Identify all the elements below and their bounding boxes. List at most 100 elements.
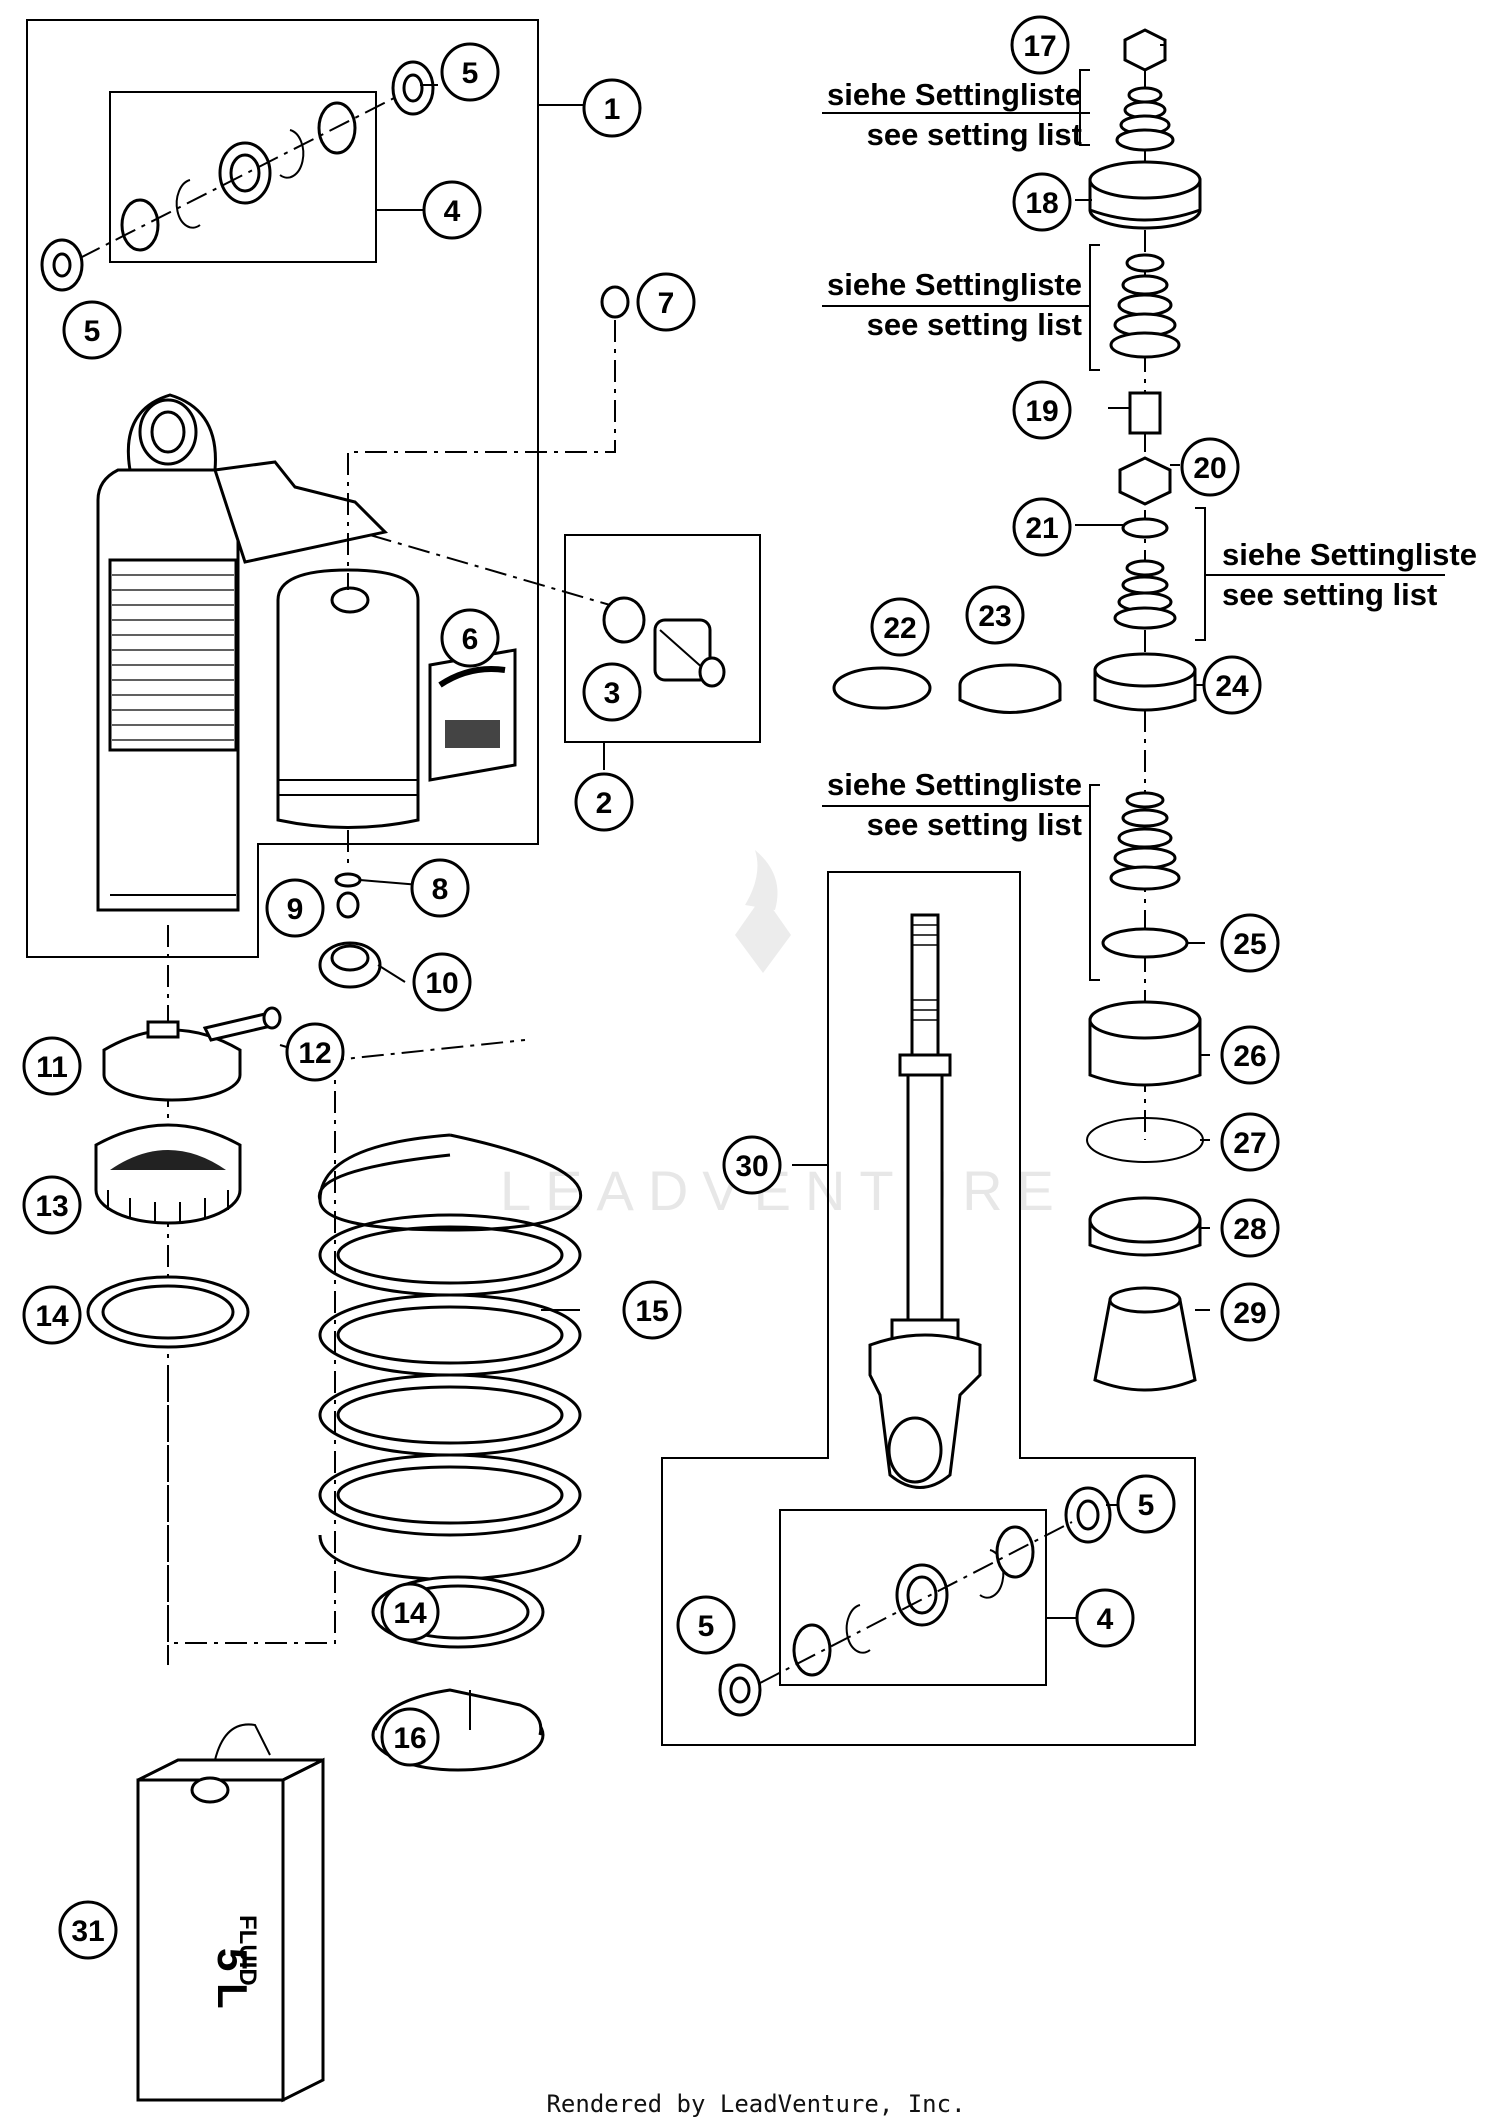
assembly-box-4-top (109, 91, 377, 263)
callout-circle (422, 180, 482, 240)
callout-number: 2 (596, 787, 613, 820)
callout-number: 10 (425, 967, 458, 1000)
callout-16: 16 (380, 1707, 440, 1767)
piston-rod (868, 913, 982, 1489)
bearing-set-bottom (718, 1486, 1112, 1717)
callout-number: 20 (1193, 452, 1226, 485)
callout-number: 25 (1233, 928, 1266, 961)
callout-5: 5 (62, 300, 122, 360)
svg-text:see setting list: see setting list (867, 117, 1082, 152)
callout-circle (574, 772, 634, 832)
callout-number: 8 (432, 873, 449, 906)
callout-number: 7 (658, 287, 675, 320)
svg-text:siehe Settingliste: siehe Settingliste (1222, 537, 1477, 572)
callout-circle (1180, 437, 1240, 497)
callout-14: 14 (380, 1582, 440, 1642)
callout-circle (1220, 1282, 1280, 1342)
assembly-box-1 (26, 19, 539, 958)
callout-circle (22, 1036, 82, 1096)
callout-circle (622, 1280, 682, 1340)
svg-text:siehe Settingliste: siehe Settingliste (827, 77, 1082, 112)
warning-label-sticker (428, 648, 517, 782)
callout-circle (636, 272, 696, 332)
callout-number: 18 (1025, 187, 1058, 220)
spring-preload-adjuster (94, 1123, 242, 1225)
callout-number: 4 (444, 195, 461, 228)
callout-number: 19 (1025, 395, 1058, 428)
callout-circle (1012, 172, 1072, 232)
callout-circle (1220, 1112, 1280, 1172)
callout-number: 27 (1233, 1127, 1266, 1160)
callout-number: 13 (35, 1190, 68, 1223)
callout-number: 30 (735, 1150, 768, 1183)
adjuster-valve-part (369, 534, 726, 688)
callout-number: 23 (978, 600, 1011, 633)
callout-number: 17 (1023, 30, 1056, 63)
callout-28: 28 (1220, 1198, 1280, 1258)
callout-number: 14 (393, 1597, 427, 1630)
callout-number: 1 (604, 93, 621, 126)
svg-text:see setting list: see setting list (867, 307, 1082, 342)
callout-22: 22 (870, 597, 930, 657)
assembly-box-4-bottom (779, 1509, 1047, 1686)
callout-circle (412, 952, 472, 1012)
callout-number: 3 (604, 677, 621, 710)
callout-circle (440, 608, 500, 668)
callout-6: 6 (440, 608, 500, 668)
callout-circle (1075, 1588, 1135, 1648)
callout-circle (22, 1285, 82, 1345)
callout-number: 4 (1097, 1603, 1114, 1636)
fluid-can-volume: 5 L (209, 1948, 256, 2009)
callout-7: 7 (636, 272, 696, 332)
callout-circle (380, 1707, 440, 1767)
setting-brackets (822, 69, 1445, 981)
callout-circle (722, 1135, 782, 1195)
callout-circle (582, 662, 642, 722)
setting-note-4: siehe Settingliste see setting list (827, 767, 1082, 842)
callout-1: 1 (582, 78, 642, 138)
callout-number: 16 (393, 1722, 426, 1755)
callout-11: 11 (22, 1036, 82, 1096)
callout-number: 22 (883, 612, 916, 645)
callout-number: 21 (1025, 512, 1058, 545)
callout-circle (265, 878, 325, 938)
footer-credit: Rendered by LeadVenture, Inc. (546, 2090, 965, 2118)
callout-17: 17 (1010, 15, 1070, 75)
callout-circle (1220, 913, 1280, 973)
callout-29: 29 (1220, 1282, 1280, 1342)
callout-15: 15 (622, 1280, 682, 1340)
setting-note-2: siehe Settingliste see setting list (827, 267, 1082, 342)
callout-4: 4 (422, 180, 482, 240)
callout-circle (58, 1900, 118, 1960)
shim-stack-parts (1086, 28, 1204, 1392)
callout-number: 6 (462, 623, 479, 656)
setting-note-1: siehe Settingliste see setting list (827, 77, 1082, 152)
callout-circle (1010, 15, 1070, 75)
callout-circle (1220, 1025, 1280, 1085)
suspension-fluid-can: FLUID 5 L (136, 1723, 325, 2103)
callout-circle (1012, 380, 1072, 440)
callout-5: 5 (676, 1595, 736, 1655)
callout-circle (62, 300, 122, 360)
shock-absorber-body (96, 393, 420, 912)
callout-circle (380, 1582, 440, 1642)
callout-26: 26 (1220, 1025, 1280, 1085)
callout-circle (1012, 497, 1072, 557)
callout-circle (1202, 655, 1262, 715)
svg-text:see setting list: see setting list (867, 807, 1082, 842)
assembly-box-30 (661, 871, 1196, 1746)
leader-lines (279, 44, 1210, 1506)
callout-31: 31 (58, 1900, 118, 1960)
callout-number: 12 (298, 1037, 331, 1070)
callout-number: 5 (462, 57, 479, 90)
callout-5: 5 (1116, 1474, 1176, 1534)
callout-circle (440, 42, 500, 102)
lower-small-parts (318, 830, 382, 989)
svg-text:siehe Settingliste: siehe Settingliste (827, 267, 1082, 302)
callout-circle (285, 1022, 345, 1082)
callout-number: 28 (1233, 1213, 1266, 1246)
callout-23: 23 (965, 585, 1025, 645)
callout-3: 3 (582, 662, 642, 722)
